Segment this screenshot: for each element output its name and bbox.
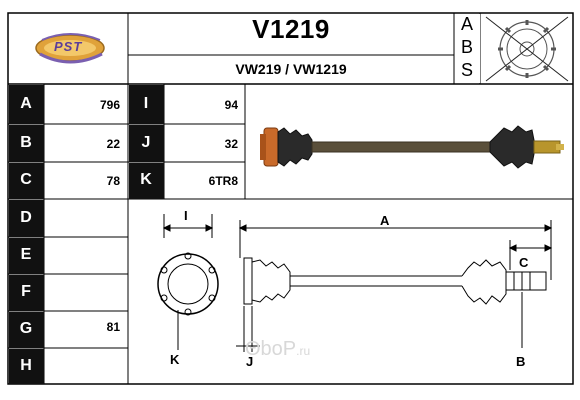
spec-value-a: 796 [99,98,120,112]
brand-logo [35,33,105,64]
spec-value-j: 32 [224,137,238,151]
spec-value-b: 22 [106,137,120,151]
watermark-tld: .ru [296,344,311,358]
spec-label-f: F [21,283,31,300]
spec-label-k: K [140,171,152,188]
diagram-label-k: K [170,352,180,367]
spec-label-c: C [20,171,32,188]
spec-label-e: E [20,246,32,263]
spec-label-h: H [20,357,32,374]
page-subtitle: VW219 / VW1219 [235,61,347,77]
drive-shaft-photo [260,125,564,169]
spec-label-b: B [20,134,32,151]
diagram-label-c: C [519,255,529,270]
spec-label-d: D [20,209,32,226]
spec-label-g: G [19,320,33,337]
abs-crossed-icon [485,16,569,82]
spec-label-a: A [20,95,32,112]
spec-value-g: 81 [106,320,120,334]
diagram-label-a: A [380,213,390,228]
spec-value-i: 94 [224,98,238,112]
spec-value-k: 6TR8 [208,174,238,188]
spec-label-i: I [143,95,149,112]
page-title: V1219 [252,14,330,44]
abs-letter-a: A [460,14,473,34]
diagram-label-i: I [184,208,188,223]
watermark-main: ΘboР [245,338,297,360]
spec-value-c: 78 [106,174,120,188]
technical-diagram [157,214,553,352]
diagram-label-b: B [516,354,526,369]
brand-logo-text: PST [54,39,83,54]
watermark: ΘboР.ru [245,338,310,361]
spec-label-j: J [141,134,151,151]
abs-letter-s: S [460,60,473,80]
diagram-label-j: J [246,354,254,369]
abs-letter-b: B [460,37,473,57]
